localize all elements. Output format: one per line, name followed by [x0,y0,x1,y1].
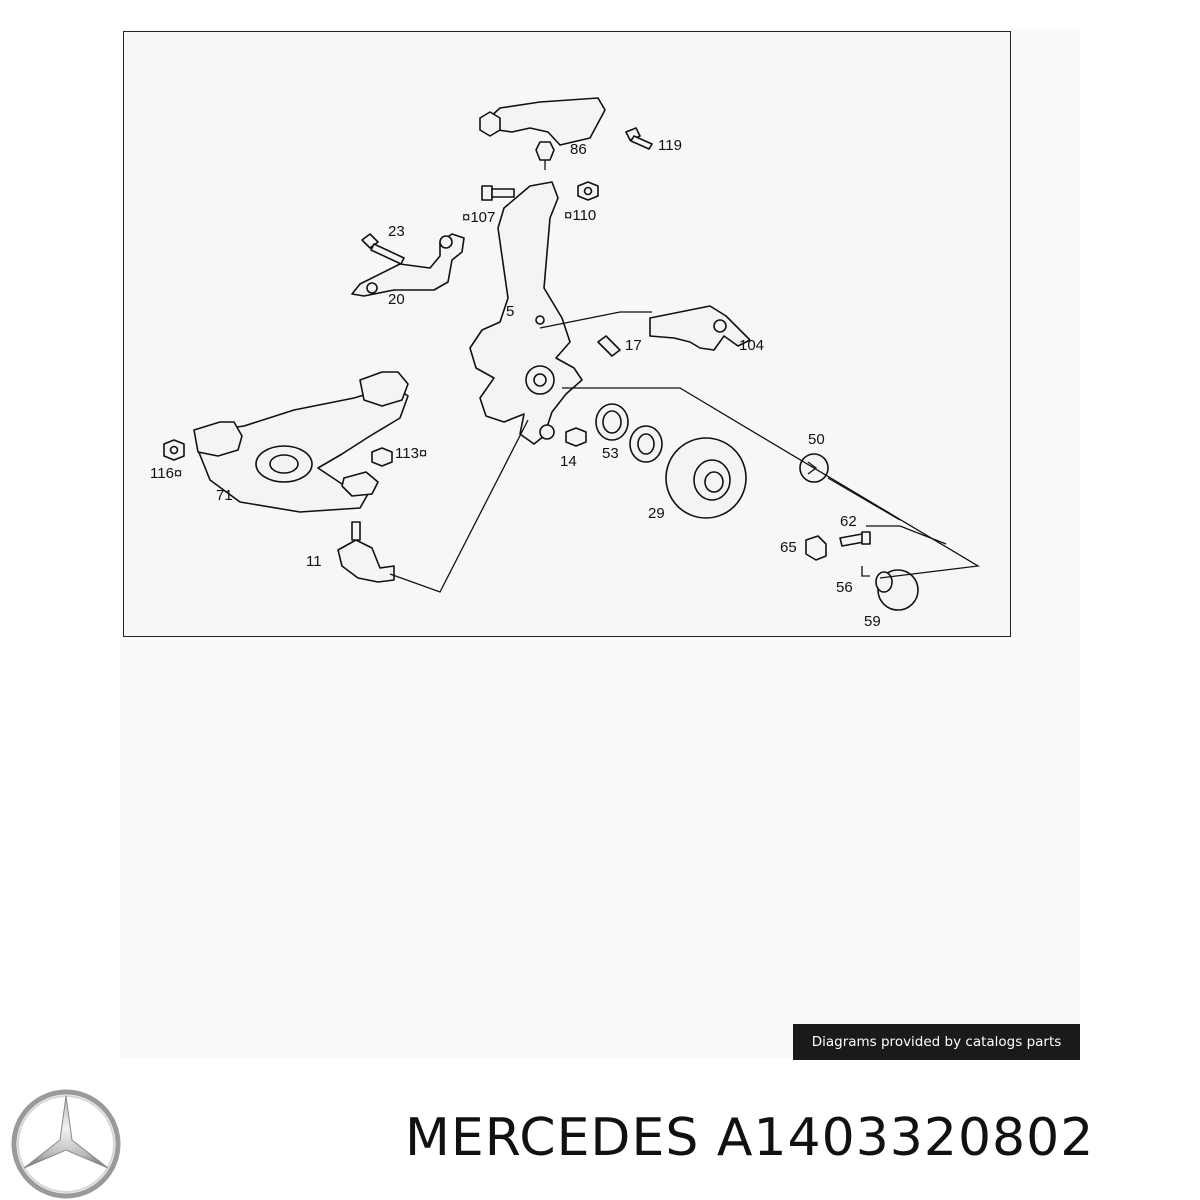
callout-23: 23 [388,223,405,240]
callout-116: 116¤ [150,465,182,482]
callout-71: 71 [216,487,233,504]
callout-29: 29 [648,505,665,522]
part-56-clip [861,566,870,577]
callout-17: 17 [625,337,642,354]
part-11-ball-joint [337,521,395,583]
part-71-lower-control-arm [193,371,409,513]
callout-14: 14 [560,453,577,470]
callout-11: 11 [306,553,322,570]
part-119-bolt [625,127,653,150]
part-23-bolt [361,233,405,265]
part-bearing [629,425,663,463]
callout-107: ¤107 [462,209,495,226]
callout-62: 62 [840,513,857,530]
callout-110: ¤110 [564,207,596,224]
part-86-upper-bracket [479,97,606,170]
callout-20: 20 [388,291,405,308]
callout-5: 5 [506,303,514,320]
part-29-wheel-hub [665,437,747,519]
part-113-nut [371,447,393,467]
mercedes-star-logo [11,1089,121,1199]
part-116-nut [163,439,185,461]
part-17-bolt [597,335,621,357]
brand-name: MERCEDES [405,1108,700,1168]
part-title: MERCEDES A1403320802 [405,1108,1094,1168]
part-65-clip [805,535,827,561]
callout-56: 56 [836,579,853,596]
part-110-nut [577,181,599,201]
callout-86: 86 [570,141,587,158]
callout-53: 53 [602,445,619,462]
part-62-bolt [839,531,871,547]
part-14-nut [565,427,587,447]
part-number: A1403320802 [716,1108,1095,1168]
part-20-steering-arm [351,233,465,297]
diagram-credit-badge: Diagrams provided by catalogs parts [793,1024,1080,1060]
leader-lines [389,311,980,593]
part-5-steering-knuckle [469,181,583,445]
callout-104: 104 [739,337,764,354]
part-107-bolt [481,185,515,201]
callout-113: 113¤ [395,445,427,462]
part-104-dust-shield [649,305,751,351]
callout-65: 65 [780,539,797,556]
callout-59: 59 [864,613,881,630]
callout-119: 119 [658,137,682,154]
part-53-seal [595,403,629,441]
callout-50: 50 [808,431,825,448]
